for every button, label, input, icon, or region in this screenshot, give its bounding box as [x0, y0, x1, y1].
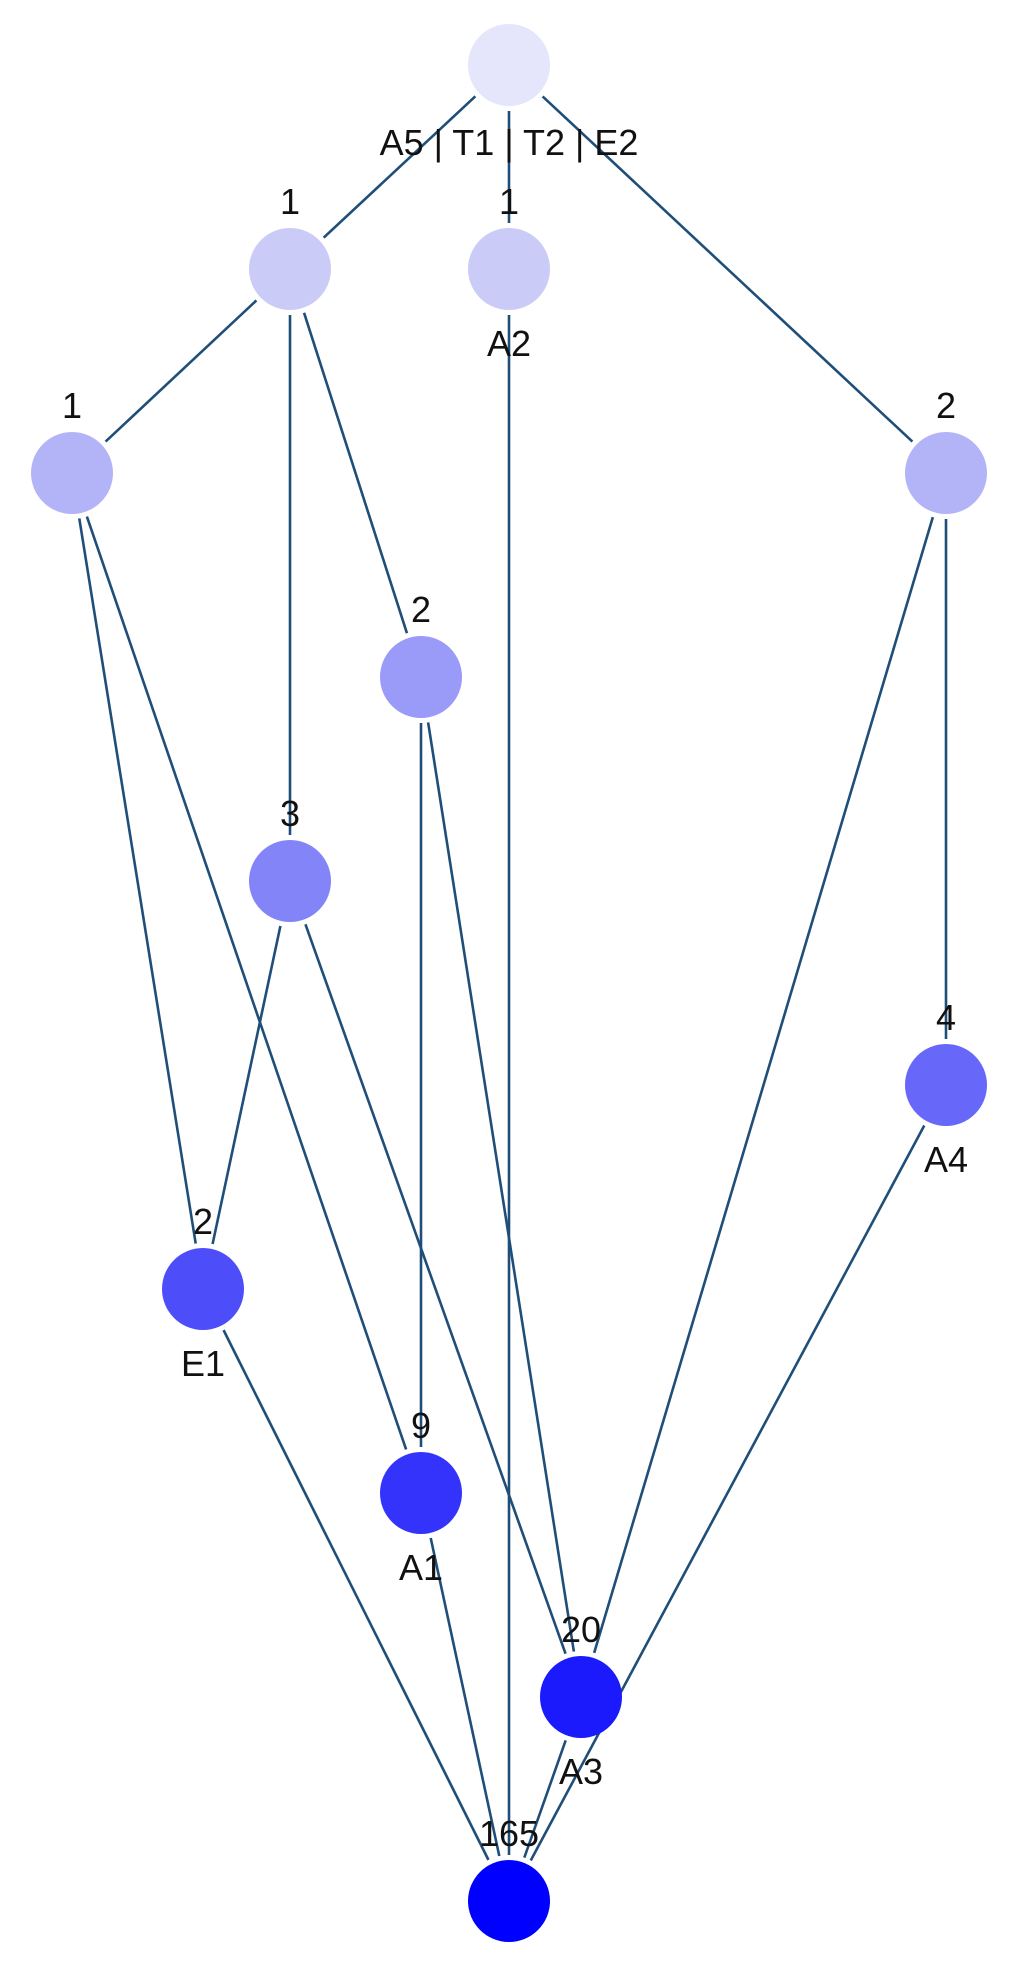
node-count-label: 1	[280, 181, 300, 222]
node-count-label: 2	[193, 1201, 213, 1242]
edge-n1-n5	[302, 312, 409, 634]
edge-n8-n11	[222, 1329, 490, 1861]
node-attribute-label: A5 | T1 | T2 | E2	[380, 122, 639, 163]
lattice-node-n9	[380, 1452, 462, 1534]
edge-n3-n9	[85, 516, 408, 1450]
edge-layer	[78, 95, 948, 1862]
edge-n5-n10	[426, 722, 576, 1652]
lattice-node-n6	[249, 840, 331, 922]
lattice-node-n1	[249, 228, 331, 310]
node-attribute-label: E1	[181, 1343, 225, 1384]
lattice-node-n8	[162, 1248, 244, 1330]
lattice-node-n0	[468, 24, 550, 106]
edge-n4-n10	[592, 516, 935, 1654]
node-count-label: 3	[280, 793, 300, 834]
lattice-node-n7	[905, 1044, 987, 1126]
edge-n3-n8	[78, 518, 197, 1244]
node-count-label: 9	[411, 1405, 431, 1446]
node-count-label: 1	[62, 385, 82, 426]
lattice-node-n5	[380, 636, 462, 718]
edge-n9-n11	[429, 1537, 501, 1857]
node-count-label: 2	[936, 385, 956, 426]
node-count-label: 165	[479, 1813, 539, 1854]
lattice-node-n10	[540, 1656, 622, 1738]
node-count-label: 20	[561, 1609, 601, 1650]
edge-n1-n3	[104, 299, 258, 443]
edge-n10-n11	[523, 1739, 567, 1859]
edge-n6-n10	[304, 923, 567, 1655]
lattice-node-n11	[468, 1860, 550, 1942]
edge-n7-n11	[529, 1124, 926, 1862]
node-count-label: 4	[936, 997, 956, 1038]
edge-n6-n8	[211, 925, 282, 1245]
node-attribute-label: A3	[559, 1751, 603, 1792]
lattice-node-n2	[468, 228, 550, 310]
lattice-node-n3	[31, 432, 113, 514]
node-attribute-label: A1	[399, 1547, 443, 1588]
lattice-node-n4	[905, 432, 987, 514]
node-count-label: 1	[499, 181, 519, 222]
node-attribute-label: A2	[487, 323, 531, 364]
node-attribute-label: A4	[924, 1139, 968, 1180]
edge-n0-n1	[322, 95, 477, 239]
edge-n0-n4	[541, 95, 914, 443]
node-count-label: 2	[411, 589, 431, 630]
